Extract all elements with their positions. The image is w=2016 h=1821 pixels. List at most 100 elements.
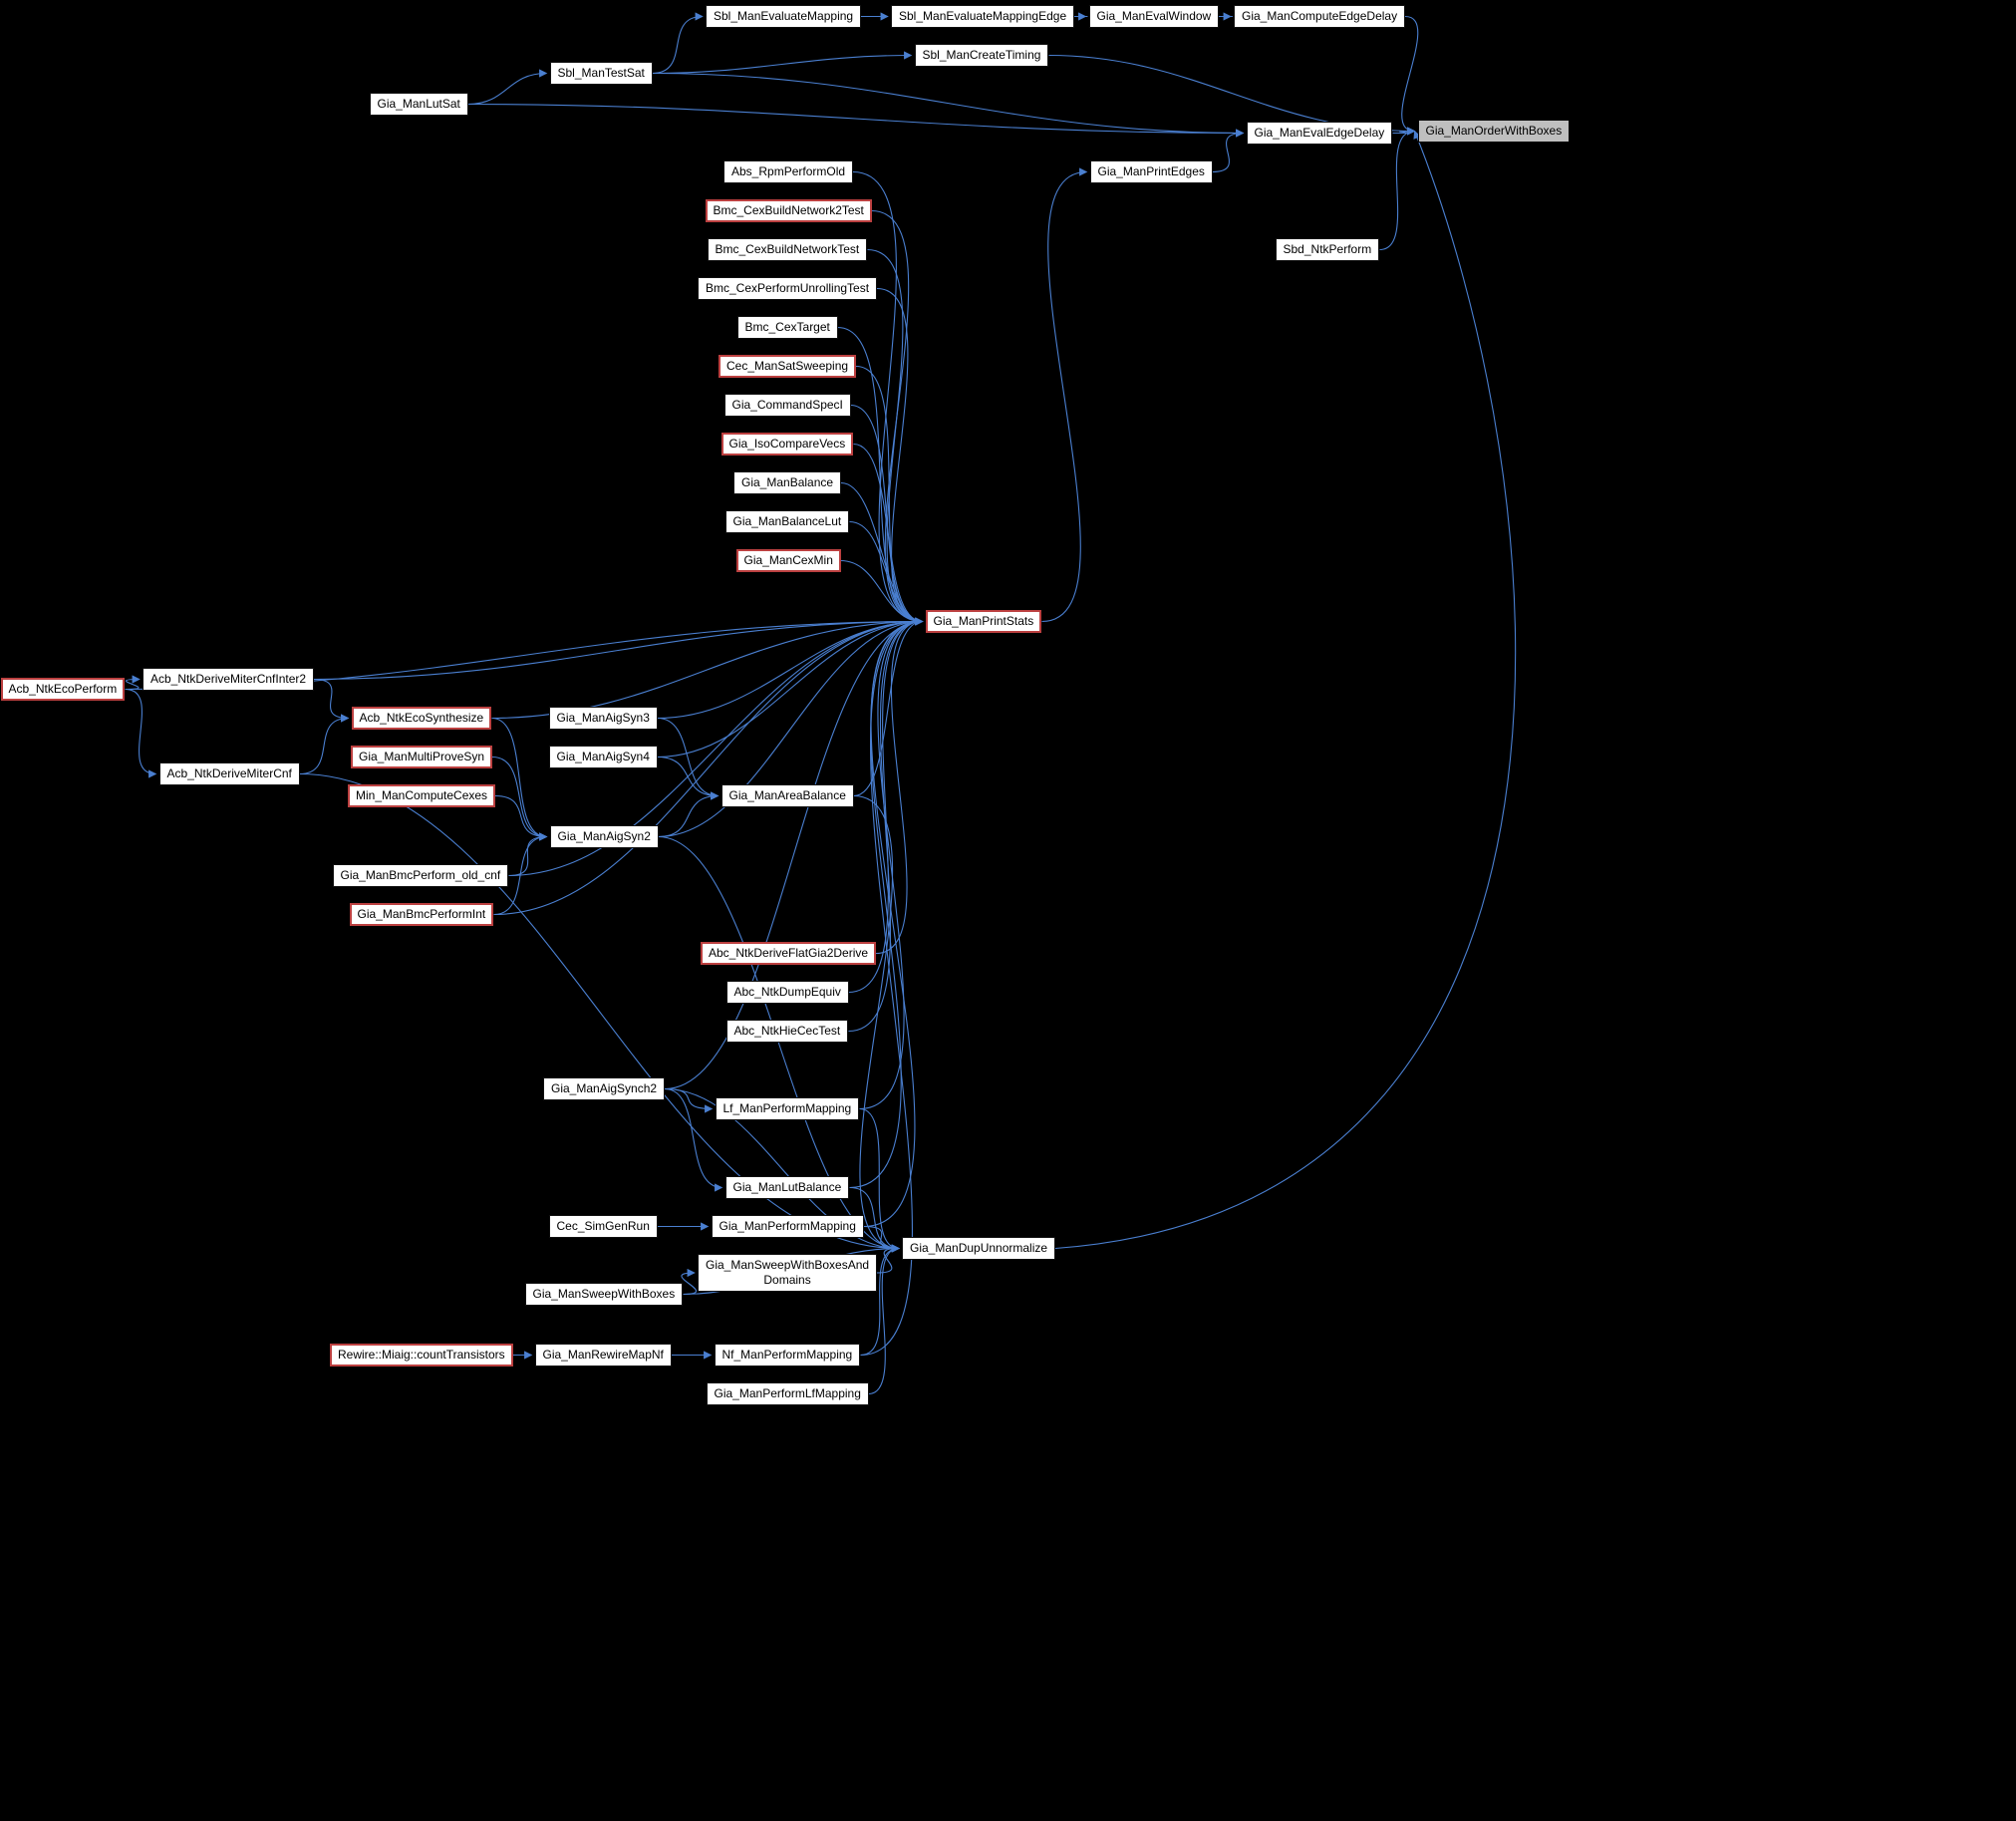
edges-group	[125, 12, 1517, 1395]
graph-node-gia-manevaledgedelay[interactable]: Gia_ManEvalEdgeDelay	[1246, 122, 1393, 145]
graph-edge-n10-n9	[1212, 129, 1245, 173]
graph-edge-n44-n8	[1054, 130, 1517, 1250]
graph-edge-n12-n23	[852, 170, 924, 626]
graph-node-cec-mansatsweeping[interactable]: Cec_ManSatSweeping	[719, 355, 857, 378]
graph-node-gia-manprintedges[interactable]: Gia_ManPrintEdges	[1089, 160, 1213, 183]
graph-edge-n7-n9	[467, 103, 1245, 138]
graph-edge-n22-n23	[840, 559, 924, 626]
graph-edge-n32-n23	[853, 617, 924, 797]
graph-node-bmc-cexperformunrollingtest[interactable]: Bmc_CexPerformUnrollingTest	[698, 277, 878, 300]
graph-node-gia-manevalwindow[interactable]: Gia_ManEvalWindow	[1088, 5, 1220, 28]
graph-node-gia-mansweepwithboxesand-domains[interactable]: Gia_ManSweepWithBoxesAnd Domains	[698, 1254, 878, 1292]
graph-edge-n29-n33	[491, 756, 548, 841]
graph-node-sbl-manevaluatemappingedge[interactable]: Sbl_ManEvaluateMappingEdge	[891, 5, 1075, 28]
graph-node-gia-manbmcperform-old-cnf[interactable]: Gia_ManBmcPerform_old_cnf	[332, 864, 509, 887]
graph-node-gia-manlutbalance[interactable]: Gia_ManLutBalance	[724, 1176, 850, 1199]
graph-edge-n20-n23	[840, 481, 924, 626]
graph-edge-n31-n26	[299, 714, 350, 775]
graph-edge-n49-n44	[860, 1244, 900, 1357]
graph-edge-n6-n9	[652, 72, 1245, 138]
graph-node-sbl-mancreatetiming[interactable]: Sbl_ManCreateTiming	[914, 44, 1049, 67]
graph-edge-n39-n41	[664, 1087, 723, 1192]
graph-edge-n34-n33	[508, 832, 548, 877]
graph-node-sbl-manevaluatemapping[interactable]: Sbl_ManEvaluateMapping	[706, 5, 862, 28]
graph-edge-n27-n32	[657, 717, 720, 800]
graph-edge-n35-n23	[493, 617, 924, 916]
graph-edge-n41-n23	[849, 617, 924, 1189]
graph-node-gia-manbalancelut[interactable]: Gia_ManBalanceLut	[724, 510, 850, 533]
graph-node-gia-manlutsat[interactable]: Gia_ManLutSat	[369, 93, 468, 116]
graph-edge-n40-n23	[859, 617, 924, 1110]
graph-edge-n33-n32	[658, 791, 720, 838]
graph-node-acb-ntkecoperform[interactable]: Acb_NtkEcoPerform	[0, 678, 126, 701]
graph-edge-n11-n8	[1379, 127, 1416, 251]
graph-node-gia-manaigsyn4[interactable]: Gia_ManAigSyn4	[548, 746, 658, 768]
graph-edge-n30-n33	[494, 794, 548, 841]
graph-edge-n49-n23	[860, 617, 924, 1357]
graph-node-gia-manaigsyn3[interactable]: Gia_ManAigSyn3	[548, 707, 658, 730]
graph-node-gia-manperformmapping[interactable]: Gia_ManPerformMapping	[711, 1215, 864, 1238]
graph-edge-n39-n44	[664, 1087, 900, 1253]
graph-node-gia-isocomparevecs[interactable]: Gia_IsoCompareVecs	[720, 433, 854, 455]
graph-node-sbl-mantestsat[interactable]: Sbl_ManTestSat	[549, 62, 653, 85]
graph-node-gia-manareabalance[interactable]: Gia_ManAreaBalance	[720, 784, 854, 807]
graph-node-gia-manperformlfmapping[interactable]: Gia_ManPerformLfMapping	[706, 1382, 869, 1405]
graph-node-min-mancomputecexes[interactable]: Min_ManComputeCexes	[348, 784, 496, 807]
graph-node-abc-ntkdumpequiv[interactable]: Abc_NtkDumpEquiv	[725, 981, 849, 1004]
graph-node-gia-manrewiremapnf[interactable]: Gia_ManRewireMapNf	[534, 1344, 672, 1366]
graph-node-gia-mansweepwithboxes[interactable]: Gia_ManSweepWithBoxes	[524, 1283, 684, 1306]
graph-node-nf-manperformmapping[interactable]: Nf_ManPerformMapping	[714, 1344, 861, 1366]
graph-edge-n41-n44	[849, 1186, 900, 1253]
graph-edge-n33-n23	[658, 617, 924, 838]
graph-node-gia-manbmcperformint[interactable]: Gia_ManBmcPerformInt	[349, 903, 494, 926]
graph-edge-n34-n23	[508, 617, 924, 877]
graph-edge-n43-n44	[863, 1225, 900, 1253]
graph-edge-n40-n44	[859, 1107, 900, 1253]
graph-edge-n37-n23	[848, 617, 924, 994]
graph-node-gia-manbalance[interactable]: Gia_ManBalance	[733, 471, 842, 494]
graph-edge-n28-n23	[657, 617, 924, 759]
graph-edge-n50-n44	[868, 1244, 900, 1395]
graph-edge-n36-n23	[875, 617, 924, 955]
graph-node-bmc-cextarget[interactable]: Bmc_CexTarget	[736, 316, 838, 339]
graph-edge-n6-n5	[652, 51, 913, 75]
graph-edge-n45-n44	[876, 1244, 900, 1274]
graph-edge-n14-n23	[867, 248, 924, 626]
graph-edge-n7-n6	[467, 69, 548, 106]
graph-node-gia-manmultiprovesyn[interactable]: Gia_ManMultiProveSyn	[351, 746, 493, 768]
graph-node-gia-manorderwithboxes: Gia_ManOrderWithBoxes	[1417, 120, 1571, 143]
graph-node-gia-manaigsyn2[interactable]: Gia_ManAigSyn2	[549, 825, 659, 848]
graph-edge-n46-n45	[681, 1268, 698, 1296]
graph-edge-n4-n8	[1401, 15, 1419, 136]
graph-node-acb-ntkecosynthesize[interactable]: Acb_NtkEcoSynthesize	[351, 707, 492, 730]
graph-node-bmc-cexbuildnetwork2test[interactable]: Bmc_CexBuildNetwork2Test	[705, 199, 872, 222]
graph-edge-n24-n31	[125, 688, 157, 778]
graph-node-gia-commandspeci[interactable]: Gia_CommandSpecI	[723, 394, 851, 417]
graph-edge-n39-n23	[664, 617, 924, 1090]
graph-node-bmc-cexbuildnetworktest[interactable]: Bmc_CexBuildNetworkTest	[707, 238, 868, 261]
graph-node-abc-ntkhiecectest[interactable]: Abc_NtkHieCecTest	[725, 1020, 849, 1043]
graph-node-sbd-ntkperform[interactable]: Sbd_NtkPerform	[1275, 238, 1380, 261]
graph-edge-n19-n23	[853, 443, 924, 626]
graph-node-gia-manaigsynch2[interactable]: Gia_ManAigSynch2	[543, 1077, 666, 1100]
graph-node-acb-ntkderivemitercnf[interactable]: Acb_NtkDeriveMiterCnf	[158, 762, 300, 785]
graph-node-rewire-miaig-counttransistors[interactable]: Rewire::Miaig::countTransistors	[330, 1344, 513, 1366]
graph-node-gia-mancexmin[interactable]: Gia_ManCexMin	[735, 549, 841, 572]
graph-node-gia-mandupunnormalize[interactable]: Gia_ManDupUnnormalize	[902, 1237, 1056, 1260]
graph-node-abs-rpmperformold[interactable]: Abs_RpmPerformOld	[723, 160, 854, 183]
graph-node-abc-ntkderiveflatgia2derive[interactable]: Abc_NtkDeriveFlatGia2Derive	[701, 942, 877, 965]
graph-edge-n21-n23	[849, 520, 924, 626]
graph-node-gia-mancomputeedgedelay[interactable]: Gia_ManComputeEdgeDelay	[1234, 5, 1406, 28]
graph-node-acb-ntkderivemitercnfinter2[interactable]: Acb_NtkDeriveMiterCnfInter2	[143, 668, 315, 691]
graph-edge-n25-n23	[313, 617, 924, 681]
graph-edge-n26-n33	[491, 717, 548, 841]
graph-node-cec-simgenrun[interactable]: Cec_SimGenRun	[548, 1215, 658, 1238]
graph-edge-n25-n26	[313, 678, 350, 723]
graph-edge-n38-n23	[848, 617, 924, 1033]
graph-node-lf-manperformmapping[interactable]: Lf_ManPerformMapping	[715, 1097, 860, 1120]
graph-node-gia-manprintstats[interactable]: Gia_ManPrintStats	[925, 610, 1042, 633]
graph-edge-n23-n10	[1041, 167, 1088, 623]
